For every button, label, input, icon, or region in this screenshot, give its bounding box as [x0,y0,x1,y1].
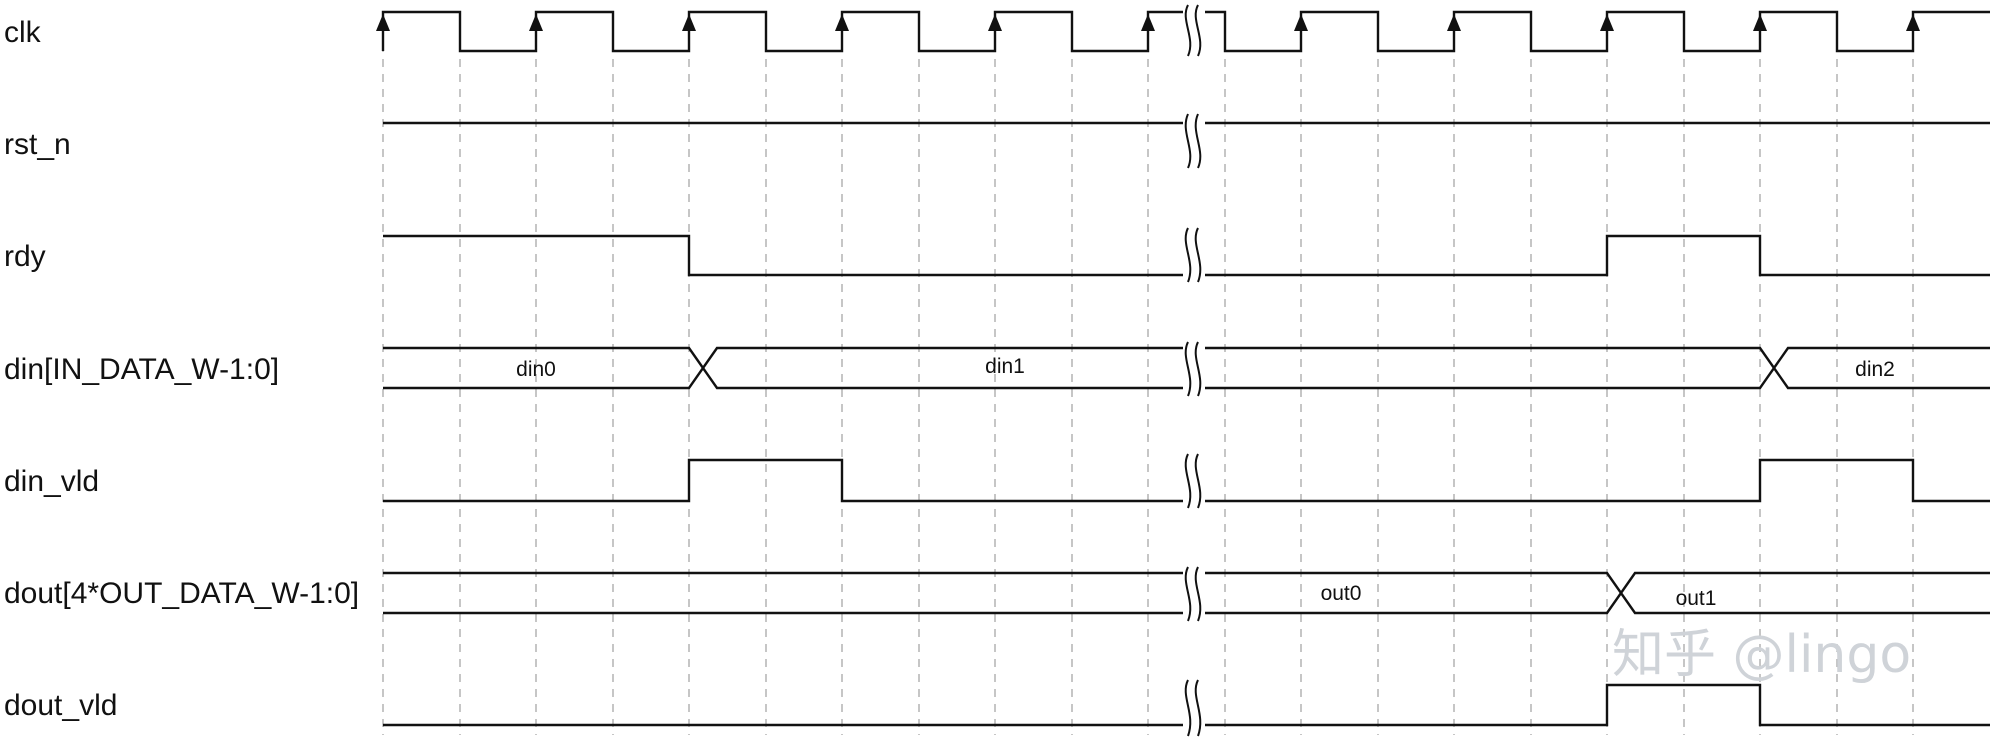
clk-edge-arrow [529,14,543,31]
waveform-clk [381,10,1990,53]
signal-labels: clk rst_n rdy din[IN_DATA_W-1:0] din_vld… [4,16,359,722]
time-break-clk [1183,4,1205,60]
clk-edge-arrow [1294,14,1308,31]
waveform-rdy [383,234,1990,277]
signal-label-rdy: rdy [4,240,46,273]
clk-edge-arrow [1600,14,1614,31]
time-break-din [1183,340,1205,398]
clk-edge-arrow [376,14,390,31]
signal-label-clk: clk [4,16,42,49]
signal-label-din-vld: din_vld [4,465,99,498]
time-break-rst_n [1183,112,1205,172]
waveform-dout-vld [383,683,1990,727]
clk-edge-arrow [1447,14,1461,31]
bus-value-din0: din0 [516,358,556,381]
bus-value-out0: out0 [1321,582,1362,605]
clk-edge-arrow [988,14,1002,31]
time-break-rdy [1183,226,1205,284]
bus-value-din2: din2 [1855,358,1895,381]
signal-label-din: din[IN_DATA_W-1:0] [4,353,279,386]
time-break-markers [1183,4,1205,738]
clk-edge-arrow [1753,14,1767,31]
clk-edge-arrow [682,14,696,31]
clk-edge-arrow [835,14,849,31]
time-break-din-vld [1183,452,1205,510]
clk-edge-arrow [1906,14,1920,31]
bus-value-din1: din1 [985,355,1025,378]
bus-value-out1: out1 [1676,587,1717,610]
signal-label-rst_n: rst_n [4,128,71,161]
grid-lines [382,14,1914,735]
clk-rising-edge-arrows [376,14,1920,31]
watermark: 知乎 @lingo [1612,625,1911,685]
time-break-dout-vld [1183,678,1205,738]
time-break-dout [1183,565,1205,623]
clk-edge-arrow [1141,14,1155,31]
waveform-din-vld [383,458,1990,503]
signal-label-dout-vld: dout_vld [4,689,117,722]
waveform-din [383,346,1990,390]
signal-label-dout: dout[4*OUT_DATA_W-1:0] [4,577,359,610]
